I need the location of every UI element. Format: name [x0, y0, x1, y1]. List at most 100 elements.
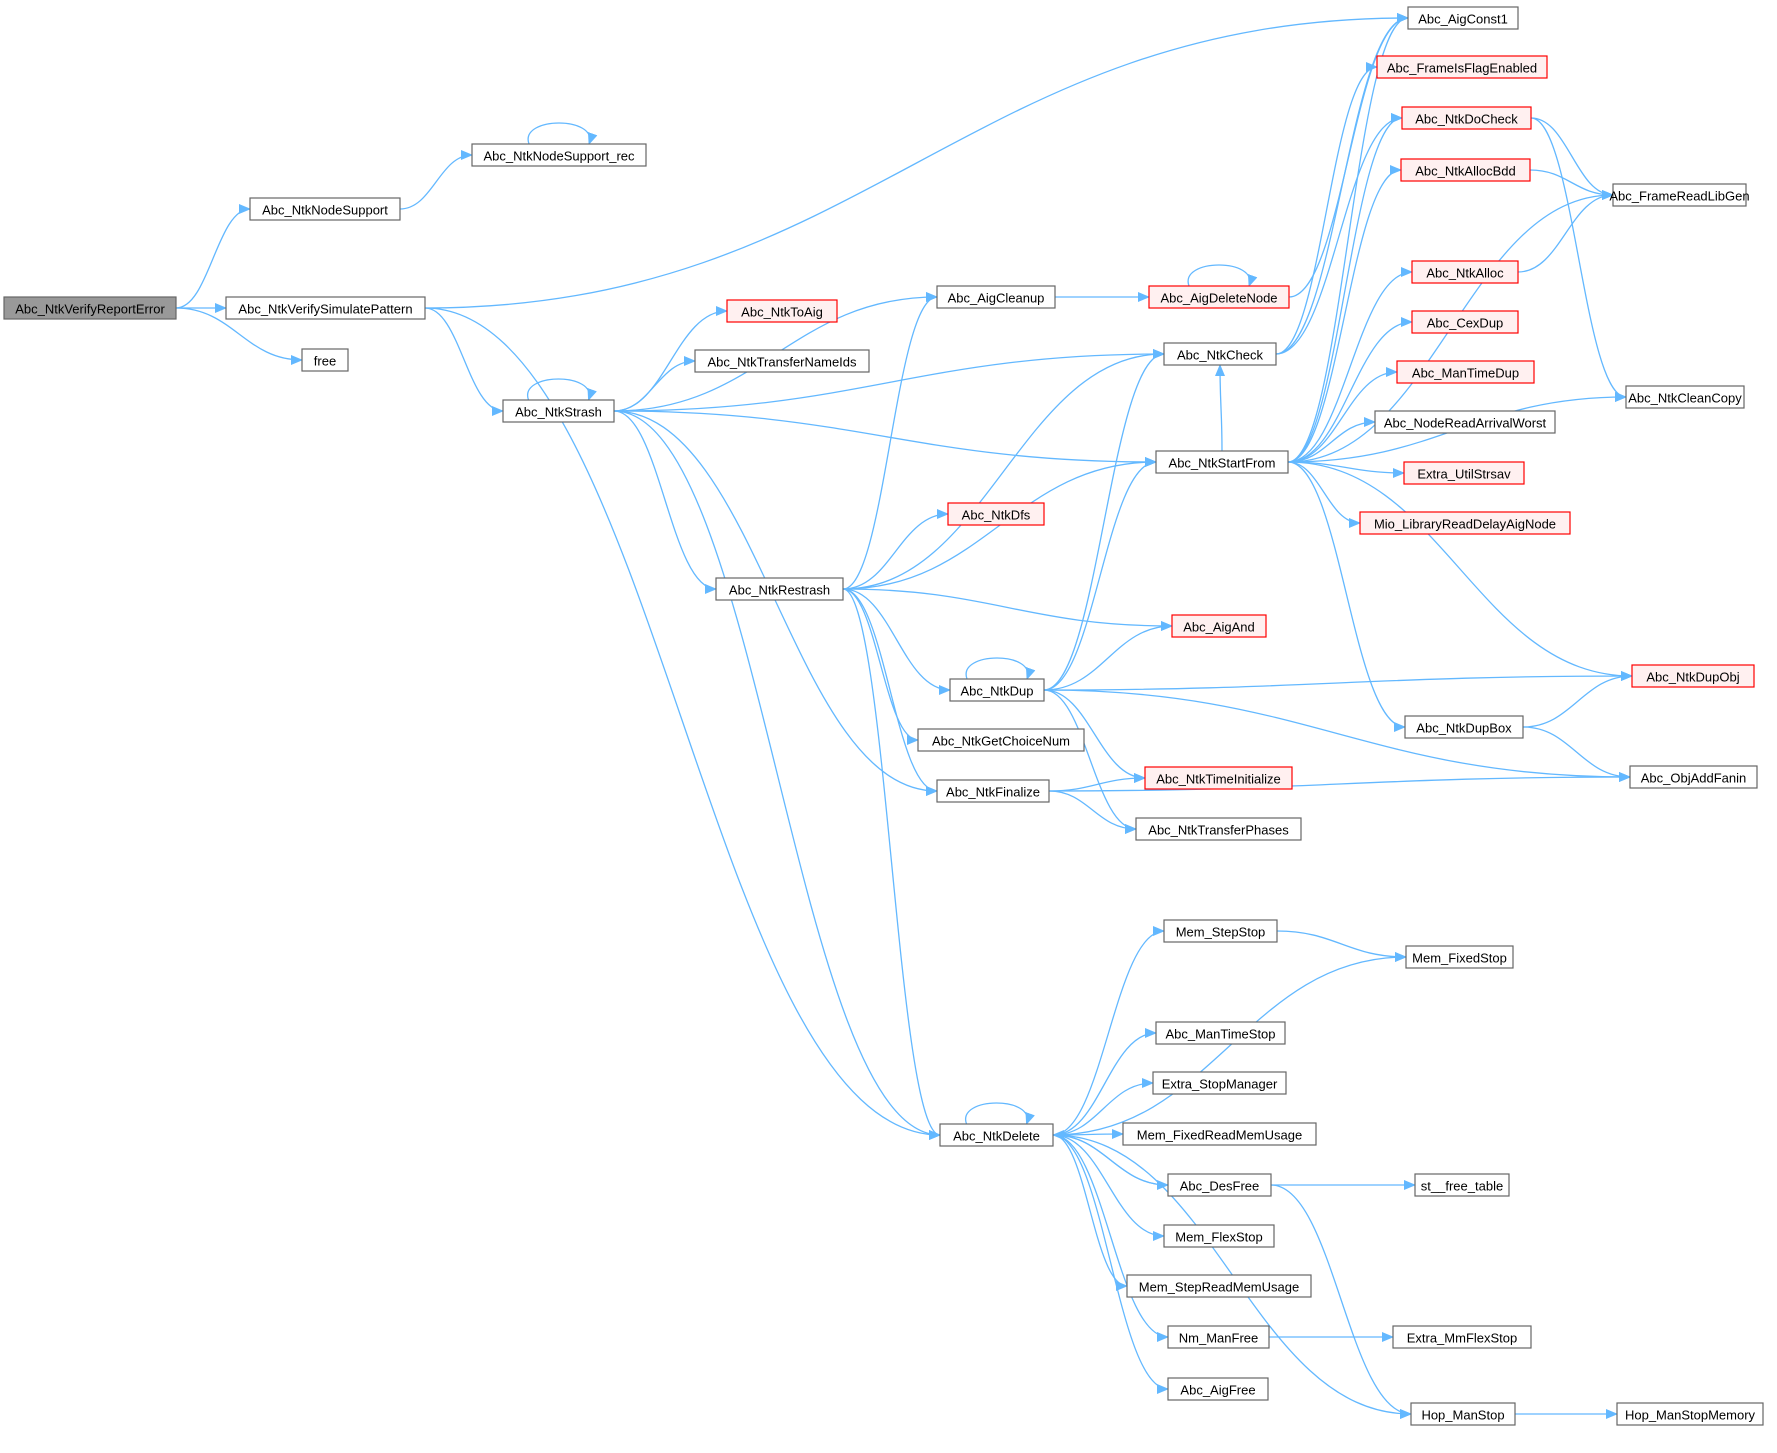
edge-n31-to-n21 — [1043, 689, 1631, 782]
node-abc-cexdup[interactable]: Abc_CexDup — [1411, 310, 1519, 334]
node-abc-ntkcleancopy[interactable]: Abc_NtkCleanCopy — [1625, 385, 1745, 409]
edge-n33-to-n34 — [1048, 773, 1146, 792]
node-abc-ntkdocheck[interactable]: Abc_NtkDoCheck — [1401, 106, 1532, 130]
node-label: Abc_NtkDupBox — [1416, 721, 1512, 736]
node-abc-ntkcheck[interactable]: Abc_NtkCheck — [1163, 342, 1277, 366]
node-abc-aigcleanup[interactable]: Abc_AigCleanup — [936, 285, 1056, 309]
node-abc-ntknodesupport-rec[interactable]: Abc_NtkNodeSupport_rec — [471, 143, 647, 167]
node-free[interactable]: free — [301, 348, 349, 372]
edge-n27-to-n13 — [1287, 317, 1413, 463]
node-abc-aigconst1[interactable]: Abc_AigConst1 — [1407, 6, 1519, 30]
edge-n27-to-n17 — [1287, 461, 1361, 528]
node-mio-libraryreaddelayaignode[interactable]: Mio_LibraryReadDelayAigNode — [1359, 511, 1571, 535]
edge-n31-to-n34 — [1043, 689, 1146, 783]
node-st-free-table[interactable]: st__free_table — [1414, 1173, 1510, 1197]
node-box — [1374, 410, 1556, 434]
node-layer: Abc_NtkVerifyReportError Abc_NtkNodeSuppo… — [3, 6, 1764, 1426]
node-abc-desfree[interactable]: Abc_DesFree — [1167, 1173, 1272, 1197]
edge-n28-to-n29 — [842, 509, 949, 590]
node-label: st__free_table — [1421, 1179, 1503, 1194]
node-abc-nodereadarrivalworst[interactable]: Abc_NodeReadArrivalWorst — [1374, 410, 1556, 434]
edge-n6-to-n33 — [613, 410, 938, 796]
node-abc-ntkdup[interactable]: Abc_NtkDup — [949, 678, 1045, 702]
node-box — [694, 349, 870, 373]
node-abc-aigand[interactable]: Abc_AigAnd — [1171, 614, 1267, 638]
edge-n7-to-n44 — [1052, 1134, 1165, 1241]
node-box — [1163, 919, 1278, 943]
edge-n7-to-n36 — [1052, 926, 1165, 1136]
node-label: Abc_NtkGetChoiceNum — [932, 734, 1070, 749]
node-mem-fixedstop[interactable]: Mem_FixedStop — [1405, 945, 1514, 969]
node-box — [1376, 55, 1548, 79]
node-abc-framereadlibgen[interactable]: Abc_FrameReadLibGen — [1609, 183, 1750, 207]
node-extra-mmflexstop[interactable]: Extra_MmFlexStop — [1392, 1325, 1532, 1349]
node-abc-ntkfinalize[interactable]: Abc_NtkFinalize — [936, 779, 1050, 803]
node-box — [1167, 1325, 1270, 1349]
node-extra-utilstrsav[interactable]: Extra_UtilStrsav — [1403, 461, 1525, 485]
node-label: Abc_DesFree — [1180, 1179, 1259, 1194]
node-box — [1631, 664, 1755, 688]
edge-n41-to-n43 — [1270, 1184, 1412, 1419]
node-abc-ntkgetchoicenum[interactable]: Abc_NtkGetChoiceNum — [917, 728, 1085, 752]
node-label: Abc_NodeReadArrivalWorst — [1384, 416, 1547, 431]
node-abc-ntktransfernameids[interactable]: Abc_NtkTransferNameIds — [694, 349, 870, 373]
node-abc-ntktransferphases[interactable]: Abc_NtkTransferPhases — [1135, 817, 1302, 841]
node-box — [1401, 106, 1532, 130]
node-box — [936, 779, 1050, 803]
node-abc-mantimedup[interactable]: Abc_ManTimeDup — [1396, 360, 1535, 384]
node-box — [1616, 1402, 1764, 1426]
edge-n27-to-n5 — [1287, 13, 1409, 463]
edge-n6-to-n28 — [613, 410, 717, 594]
node-abc-frameisflagenabled[interactable]: Abc_FrameIsFlagEnabled — [1376, 55, 1548, 79]
node-label: Abc_NtkTimeInitialize — [1156, 772, 1281, 787]
node-box — [1163, 1224, 1275, 1248]
node-abc-aigfree[interactable]: Abc_AigFree — [1167, 1377, 1269, 1401]
node-abc-ntkverifysimulatepattern[interactable]: Abc_NtkVerifySimulatePattern — [225, 296, 426, 320]
node-abc-ntknodesupport[interactable]: Abc_NtkNodeSupport — [249, 197, 401, 221]
node-abc-ntkdupbox[interactable]: Abc_NtkDupBox — [1404, 715, 1524, 739]
node-box — [471, 143, 647, 167]
edge-n31-to-n30 — [1043, 621, 1173, 691]
node-box — [1403, 461, 1525, 485]
node-box — [1414, 1173, 1510, 1197]
node-abc-ntkverifyreporterror[interactable]: Abc_NtkVerifyReportError — [3, 296, 177, 320]
edge-n3-to-n6 — [424, 307, 504, 416]
edge-n27-to-n10 — [1287, 165, 1402, 463]
node-label: Abc_NtkDelete — [953, 1129, 1040, 1144]
node-abc-ntkrestrash[interactable]: Abc_NtkRestrash — [715, 577, 844, 601]
edge-n41-to-n7 — [1052, 1130, 1169, 1186]
node-mem-fixedreadmemusage[interactable]: Mem_FixedReadMemUsage — [1122, 1122, 1317, 1146]
node-abc-mantimestop[interactable]: Abc_ManTimeStop — [1155, 1021, 1286, 1045]
node-abc-ntktoaig[interactable]: Abc_NtkToAig — [726, 299, 838, 323]
node-abc-ntkstartfrom[interactable]: Abc_NtkStartFrom — [1155, 450, 1289, 474]
edge-n31-to-n26 — [1043, 349, 1165, 691]
node-abc-ntkdfs[interactable]: Abc_NtkDfs — [947, 502, 1045, 526]
node-label: Nm_ManFree — [1179, 1331, 1258, 1346]
node-abc-ntkdupobj[interactable]: Abc_NtkDupObj — [1631, 664, 1755, 688]
node-abc-ntktimeinitialize[interactable]: Abc_NtkTimeInitialize — [1144, 766, 1293, 790]
node-nm-manfree[interactable]: Nm_ManFree — [1167, 1325, 1270, 1349]
node-abc-ntkalloc[interactable]: Abc_NtkAlloc — [1411, 260, 1519, 284]
node-label: Abc_NtkVerifySimulatePattern — [238, 302, 412, 317]
edge-n28-to-n33 — [842, 588, 938, 796]
node-box — [1411, 310, 1519, 334]
node-label: Abc_AigAnd — [1183, 620, 1255, 635]
node-abc-aigdeletenode[interactable]: Abc_AigDeleteNode — [1148, 285, 1290, 309]
node-abc-ntkallocbdd[interactable]: Abc_NtkAllocBdd — [1400, 158, 1531, 182]
node-hop-manstopmemory[interactable]: Hop_ManStopMemory — [1616, 1402, 1764, 1426]
node-label: Mem_StepStop — [1176, 925, 1266, 940]
node-abc-ntkstrash[interactable]: Abc_NtkStrash — [502, 399, 615, 423]
node-mem-flexstop[interactable]: Mem_FlexStop — [1163, 1224, 1275, 1248]
node-label: Abc_NtkCleanCopy — [1628, 391, 1742, 406]
node-abc-ntkdelete[interactable]: Abc_NtkDelete — [939, 1123, 1054, 1147]
node-mem-stepstop[interactable]: Mem_StepStop — [1163, 919, 1278, 943]
node-label: Abc_NtkDupObj — [1646, 670, 1739, 685]
node-extra-stopmanager[interactable]: Extra_StopManager — [1152, 1071, 1287, 1095]
node-abc-objaddfanin[interactable]: Abc_ObjAddFanin — [1629, 765, 1758, 789]
node-mem-stepreadmemusage[interactable]: Mem_StepReadMemUsage — [1126, 1274, 1312, 1298]
edge-n7-to-n38 — [1052, 1028, 1157, 1136]
node-hop-manstop[interactable]: Hop_ManStop — [1410, 1402, 1516, 1426]
edge-n9-to-n18 — [1530, 117, 1627, 402]
node-box — [1396, 360, 1535, 384]
edge-n7-to-n46 — [1052, 1134, 1169, 1342]
